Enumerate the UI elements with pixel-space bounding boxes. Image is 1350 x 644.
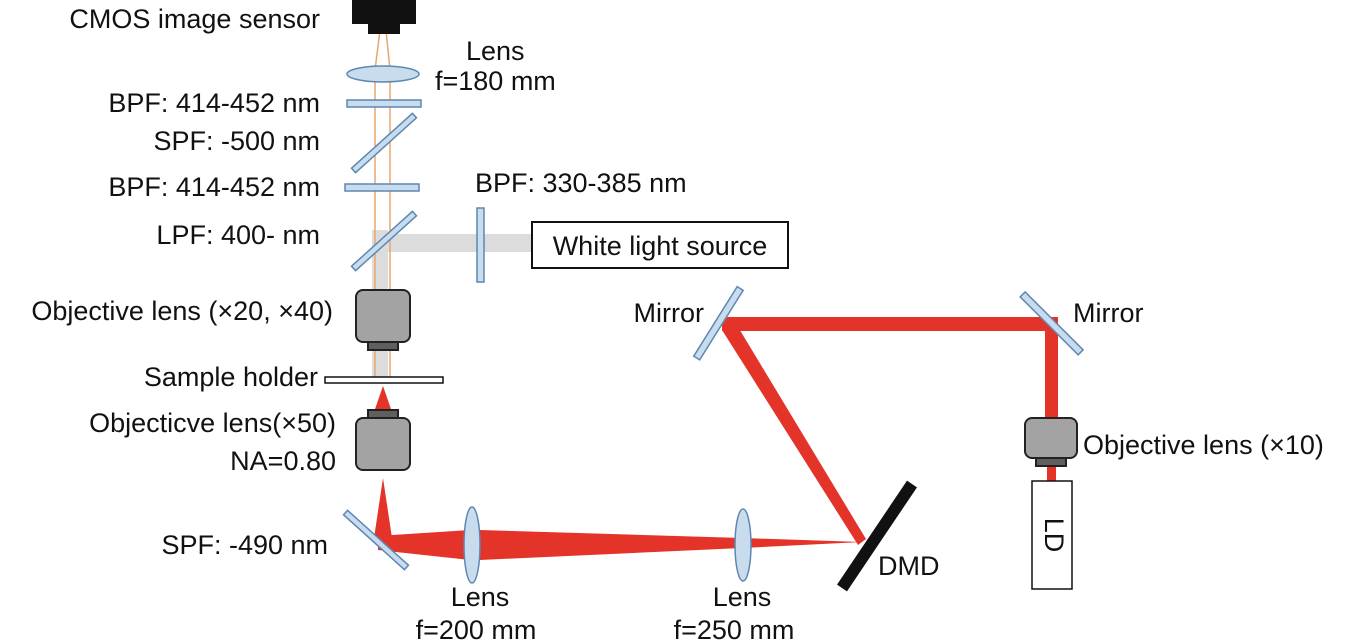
spf-500-label: SPF: -500 nm bbox=[153, 126, 320, 156]
lens-250-focal-label: f=250 mm bbox=[674, 615, 795, 644]
lens-top-name-label: Lens bbox=[466, 36, 525, 66]
lpf-400-dichroic-icon bbox=[350, 210, 418, 272]
objective-x50-icon bbox=[355, 409, 411, 471]
bpf-upper-filter-icon bbox=[346, 99, 422, 108]
spf-500-dichroic-icon bbox=[350, 112, 418, 174]
lens-top-focal-label: f=180 mm bbox=[435, 66, 556, 96]
lpf-400-label: LPF: 400- nm bbox=[156, 220, 320, 250]
bpf-upper-label: BPF: 414-452 nm bbox=[108, 88, 320, 118]
laser-beam-below-objective bbox=[374, 478, 392, 538]
lens-f180-icon bbox=[346, 65, 420, 83]
lens-200-focal-label: f=200 mm bbox=[416, 615, 537, 644]
objective-upper-icon bbox=[355, 289, 411, 351]
white-light-source-box bbox=[531, 221, 789, 269]
cmos-label: CMOS image sensor bbox=[69, 4, 320, 34]
bpf-white-label: BPF: 330-385 nm bbox=[475, 168, 687, 198]
lens-f200-icon bbox=[463, 506, 481, 584]
spf-490-dichroic-icon bbox=[342, 509, 410, 571]
dmd-icon bbox=[837, 480, 917, 592]
laser-beam-dmd-to-mirror bbox=[722, 322, 866, 545]
cmos-sensor-icon bbox=[352, 0, 416, 34]
sample-holder-icon bbox=[324, 376, 444, 384]
sample-holder-label: Sample holder bbox=[144, 362, 318, 392]
spf-490-label: SPF: -490 nm bbox=[161, 530, 328, 560]
laser-beam-mirror-to-objective bbox=[1045, 317, 1058, 421]
bpf-lower-filter-icon bbox=[344, 183, 420, 192]
mirror-left-icon bbox=[692, 285, 745, 361]
lens-f250-icon bbox=[734, 508, 752, 582]
lens-250-name-label: Lens bbox=[713, 582, 772, 612]
ld-box bbox=[1031, 480, 1073, 590]
dmd-label: DMD bbox=[878, 551, 940, 581]
laser-beam-ld-to-objective bbox=[1047, 464, 1056, 484]
objective-upper-label: Objective lens (×20, ×40) bbox=[31, 296, 333, 326]
mirror-right-label: Mirror bbox=[1073, 298, 1143, 328]
mirror-left-label: Mirror bbox=[634, 298, 704, 328]
laser-beam-mirror-to-mirror bbox=[722, 317, 1058, 331]
bpf-white-filter-icon bbox=[476, 207, 485, 283]
bpf-lower-label: BPF: 414-452 nm bbox=[108, 172, 320, 202]
objective-x10-label: Objective lens (×10) bbox=[1083, 430, 1324, 460]
laser-beam-horizontal bbox=[378, 530, 862, 560]
objective-x50-name-label: Objecticve lens(×50) bbox=[89, 408, 336, 438]
objective-x10-icon bbox=[1024, 417, 1078, 467]
objective-x50-na-label: NA=0.80 bbox=[230, 446, 336, 476]
mirror-right-icon bbox=[1019, 290, 1085, 356]
white-light-source-label: White light source bbox=[553, 231, 768, 261]
lens-200-name-label: Lens bbox=[451, 582, 510, 612]
ld-label: LD bbox=[1039, 518, 1069, 553]
